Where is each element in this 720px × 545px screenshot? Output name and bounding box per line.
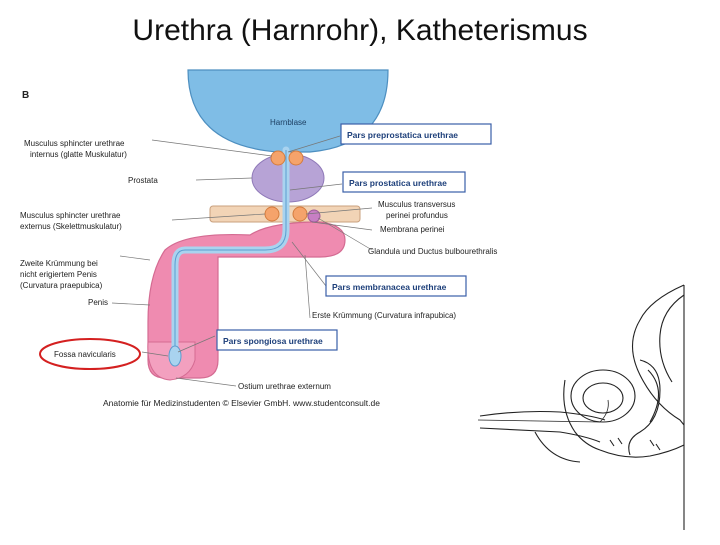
external-sphincter xyxy=(264,206,280,222)
label-zweite-3: (Curvatura praepubica) xyxy=(20,281,103,290)
label-sphincter-int-1: Musculus sphincter urethrae xyxy=(24,139,125,148)
label-zweite-1: Zweite Krümmung bei xyxy=(20,259,98,268)
urethra-diagram: B Harnblase xyxy=(20,69,685,530)
box-membranacea: Pars membranacea urethrae xyxy=(332,282,447,292)
boxed-labels: Pars preprostatica urethrae Pars prostat… xyxy=(216,123,492,351)
label-membrana: Membrana perinei xyxy=(380,225,445,234)
right-labels: Musculus transversus perinei profundus M… xyxy=(312,200,497,320)
box-prostatica: Pars prostatica urethrae xyxy=(349,178,447,188)
label-transversus-1: Musculus transversus xyxy=(378,200,455,209)
box-spongiosa: Pars spongiosa urethrae xyxy=(223,336,323,346)
label-fossa: Fossa navicularis xyxy=(54,350,116,359)
bladder-label: Harnblase xyxy=(270,118,307,127)
external-sphincter-right xyxy=(292,206,308,222)
label-penis: Penis xyxy=(88,298,108,307)
panel-letter: B xyxy=(22,90,29,101)
label-ostium: Ostium urethrae externum xyxy=(238,382,331,391)
figure-credit: Anatomie für Medizinstudenten © Elsevier… xyxy=(103,398,380,408)
internal-sphincter-right xyxy=(288,150,304,166)
urethra-figure: B Harnblase xyxy=(0,60,720,540)
label-zweite-2: nicht erigiertem Penis xyxy=(20,270,97,279)
urethra-lumen-line xyxy=(174,150,287,360)
label-prostata: Prostata xyxy=(128,176,158,185)
leader-lines xyxy=(111,135,373,387)
left-labels: Musculus sphincter urethrae internus (gl… xyxy=(20,139,158,359)
sagittal-catheter-sketch xyxy=(477,284,685,530)
label-sphincter-ext-2: externus (Skelettmuskulatur) xyxy=(20,222,122,231)
page-title: Urethra (Harnrohr), Katheterismus xyxy=(132,14,588,47)
label-transversus-2: perinei profundus xyxy=(386,211,448,220)
fossa-navicularis-shape xyxy=(168,345,182,367)
internal-sphincter xyxy=(270,150,286,166)
fossa-highlight-circle xyxy=(39,338,141,370)
box-preprostatica: Pars preprostatica urethrae xyxy=(347,130,458,140)
label-sphincter-ext-1: Musculus sphincter urethrae xyxy=(20,211,121,220)
label-erste: Erste Krümmung (Curvatura infrapubica) xyxy=(312,311,456,320)
anatomy-drawing: Harnblase xyxy=(147,69,389,381)
label-glandula: Glandula und Ductus bulbourethralis xyxy=(368,247,497,256)
label-sphincter-int-2: internus (glatte Muskulatur) xyxy=(30,150,127,159)
bulbourethral-gland xyxy=(307,209,321,223)
